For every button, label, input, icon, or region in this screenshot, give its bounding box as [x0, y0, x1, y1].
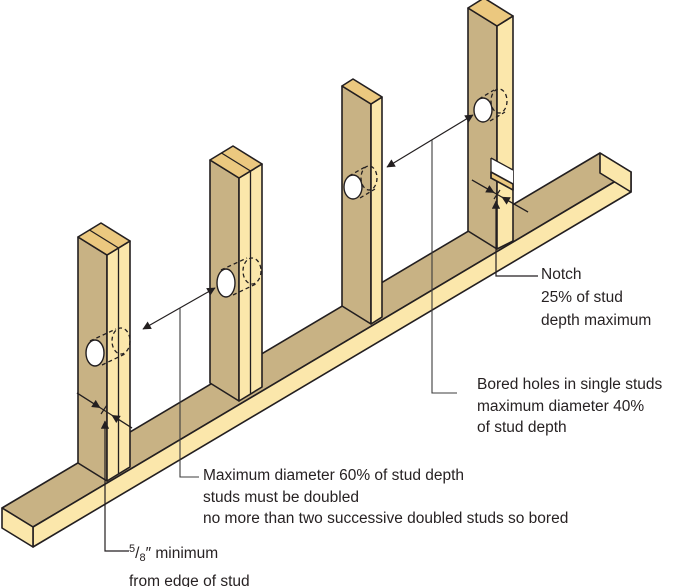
- bore-exit-dashed: [490, 88, 508, 114]
- notch-label: Notch 25% of stud depth maximum: [541, 263, 651, 332]
- bored-doubled-label: Maximum diameter 60% of stud depth studs…: [203, 465, 568, 530]
- bored-single-line3: of stud depth: [477, 419, 567, 436]
- span-arrow-single-holes: [386, 114, 474, 168]
- fraction-denominator: 8: [139, 552, 146, 564]
- bore-front-hole: [85, 339, 105, 367]
- stud3-wide-face: [341, 85, 372, 325]
- dimension-arrow-right: [501, 196, 529, 213]
- stud4-notch: [490, 157, 514, 191]
- bore-top-line: [89, 328, 117, 342]
- doubled-stud-1: [77, 222, 131, 482]
- notch-depth-dimension: [471, 179, 529, 213]
- stud3-edge-face: [370, 96, 383, 325]
- notch-label-line3: depth maximum: [541, 312, 652, 329]
- dimension-arrow-left: [76, 392, 101, 409]
- bore-bottom-line: [359, 188, 376, 199]
- notch-cutout-gap: [491, 158, 513, 184]
- sole-plate: [1, 152, 632, 548]
- edge-min-line1: 5/8″ minimum: [129, 538, 250, 570]
- stud4-edge-face: [496, 15, 514, 250]
- leader-60-percent: [179, 308, 199, 478]
- sole-plate-right-end-face: [599, 152, 632, 193]
- dimension-tick: [100, 404, 108, 415]
- edge-distance-leader-arrow: [100, 420, 129, 552]
- stud4-wide-face: [467, 7, 498, 250]
- bored-doubled-line2: studs must be doubled: [203, 488, 359, 506]
- notched-stud-4: [467, 0, 514, 250]
- stud4-bored-hole: [473, 88, 508, 123]
- bore-exit-dashed: [111, 327, 131, 355]
- stud4-top-face: [467, 0, 514, 27]
- notch-leader-arrow: [491, 200, 538, 277]
- span-arrow-doubled-holes: [142, 287, 216, 330]
- edge-min-line2: from edge of stud: [129, 573, 250, 587]
- bore-front-hole: [473, 97, 493, 123]
- notch-label-line2: 25% of stud: [541, 289, 623, 306]
- bored-single-line1: Bored holes in single studs: [477, 376, 663, 393]
- bored-single-label: Bored holes in single studs maximum diam…: [477, 374, 662, 439]
- bore-bottom-line: [489, 111, 506, 122]
- edge-min-text: ″ minimum: [145, 545, 219, 562]
- bore-top-line: [220, 257, 248, 271]
- bore-front-hole: [216, 268, 236, 298]
- fraction-numerator: 5: [129, 543, 136, 555]
- notch-top-cut-line: [490, 157, 514, 171]
- fraction-slash: /: [135, 545, 140, 562]
- stud1-bored-hole: [85, 327, 131, 367]
- bore-bottom-line: [232, 282, 259, 296]
- edge-min-label: 5/8″ minimum from edge of stud: [129, 538, 250, 587]
- notch-label-line1: Notch: [541, 266, 582, 283]
- stud1-top-seam: [89, 229, 119, 249]
- doubled-stud-2: [209, 145, 263, 402]
- dimension-arrow-left: [471, 179, 495, 194]
- bored-doubled-line3: no more than two successive doubled stud…: [203, 510, 569, 527]
- dimension-arrow-right: [111, 414, 133, 429]
- bore-bottom-line: [101, 352, 128, 366]
- edge-distance-dimension: [76, 392, 133, 429]
- single-stud-3: [341, 78, 383, 325]
- leader-40-percent: [431, 140, 457, 394]
- bore-exit-dashed: [360, 165, 378, 191]
- stud2-top-seam: [221, 152, 251, 172]
- stud3-top-face: [341, 78, 383, 105]
- stud3-bored-hole: [343, 165, 378, 200]
- bore-front-hole: [343, 174, 363, 200]
- bore-exit-dashed: [242, 257, 262, 285]
- sole-plate-left-end-face: [1, 507, 34, 548]
- stud2-bored-hole: [216, 257, 262, 298]
- bored-single-line2: maximum diameter 40%: [477, 397, 645, 415]
- bored-doubled-line1: Maximum diameter 60% of stud depth: [203, 467, 465, 484]
- dimension-tick: [493, 189, 501, 200]
